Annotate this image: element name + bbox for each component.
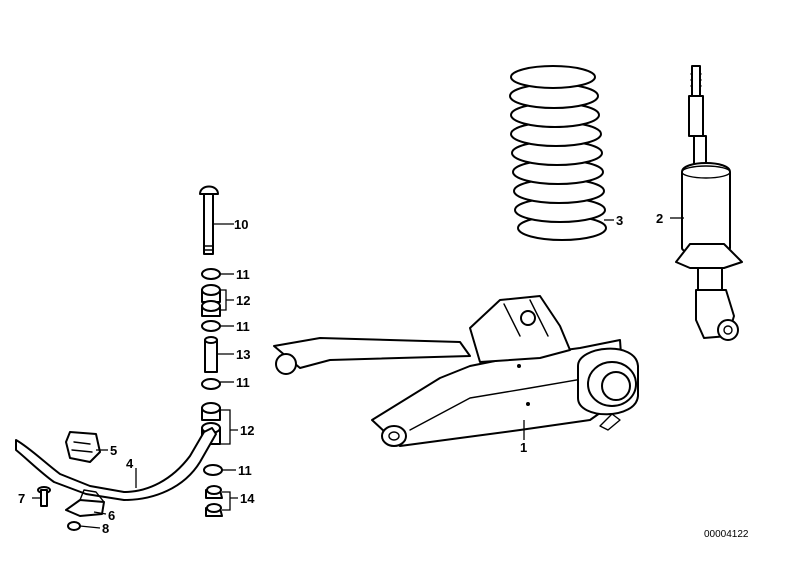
leader-lines — [32, 217, 684, 529]
bolt-7[interactable] — [37, 486, 51, 507]
callout-4: 4 — [126, 456, 134, 471]
callout-12: 12 — [240, 423, 254, 438]
callout-3: 3 — [616, 213, 623, 228]
callout-2: 2 — [656, 211, 663, 226]
washer-11-third[interactable] — [201, 378, 221, 390]
callout-14: 14 — [240, 491, 255, 506]
callout-1: 1 — [520, 440, 527, 455]
callout-11: 11 — [236, 319, 250, 334]
callout-6: 6 — [108, 508, 115, 523]
nuts-14[interactable] — [205, 485, 223, 517]
callout-11: 11 — [236, 267, 250, 282]
washer-11-fourth[interactable] — [203, 464, 223, 476]
callout-11: 11 — [238, 463, 252, 478]
callout-13: 13 — [236, 347, 250, 362]
stabilizer-bar[interactable] — [15, 427, 217, 501]
callout-12: 12 — [236, 293, 250, 308]
nut-8[interactable] — [67, 521, 81, 531]
callout-8: 8 — [102, 521, 109, 536]
callout-5: 5 — [110, 443, 117, 458]
callout-7: 7 — [18, 491, 25, 506]
coil-spring[interactable] — [509, 65, 607, 241]
washer-11-top[interactable] — [201, 268, 221, 280]
document-number: 00004122 — [704, 529, 749, 540]
rubber-mount-5[interactable] — [65, 431, 101, 463]
trailing-arm[interactable] — [273, 295, 639, 447]
spacer-tube[interactable] — [204, 336, 218, 373]
washer-11-second[interactable] — [201, 320, 221, 332]
shock-absorber[interactable] — [675, 65, 743, 341]
rubber-bushing-12-top[interactable] — [201, 284, 221, 317]
callout-10: 10 — [234, 217, 248, 232]
long-bolt[interactable] — [199, 185, 219, 255]
callout-11: 11 — [236, 375, 250, 390]
